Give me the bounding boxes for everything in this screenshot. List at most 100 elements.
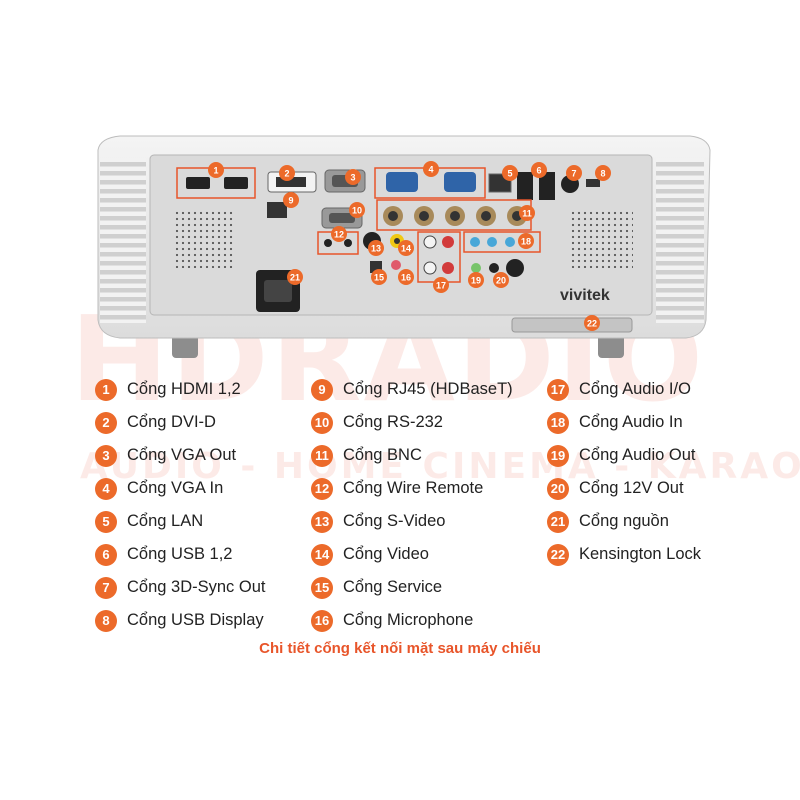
callout-badge: 21 (287, 269, 303, 285)
callout-number: 21 (290, 273, 300, 283)
legend-label: Cổng DVI-D (127, 413, 216, 431)
legend-number-badge: 18 (547, 411, 569, 434)
legend-number-badge: 1 (95, 378, 117, 401)
legend-item: 8 Cổng USB Display (95, 604, 265, 637)
legend-label: Cổng Video (343, 545, 429, 563)
callout-number: 7 (571, 169, 576, 179)
legend-number-badge: 8 (95, 609, 117, 632)
legend-label: Cổng LAN (127, 512, 204, 530)
callout-badge: 8 (595, 165, 611, 181)
legend-number-badge: 3 (95, 444, 117, 467)
kensington-lock (511, 317, 633, 333)
legend-label: Cổng S-Video (343, 512, 446, 530)
callout-badge: 13 (368, 240, 384, 256)
legend-label: Cổng RJ45 (HDBaseT) (343, 380, 513, 398)
audio-out-port (471, 263, 481, 273)
legend-number-badge: 22 (547, 543, 569, 566)
wire-remote-port-1 (324, 239, 332, 247)
usb-port-1 (517, 172, 533, 200)
callout-badge: 18 (518, 233, 534, 249)
legend-item: 12 Cổng Wire Remote (311, 472, 513, 505)
hdbaset-port (267, 202, 287, 218)
callout-number: 1 (213, 166, 218, 176)
legend-number-badge: 15 (311, 576, 333, 599)
legend-label: Cổng RS-232 (343, 413, 443, 431)
legend-number-badge: 13 (311, 510, 333, 533)
legend-label: Cổng Microphone (343, 611, 474, 629)
legend-number-badge: 19 (547, 444, 569, 467)
legend-label: Cổng VGA In (127, 479, 224, 497)
caption: Chi tiết cổng kết nối mặt sau máy chiếu (259, 640, 541, 657)
callout-badge: 10 (349, 202, 365, 218)
legend-label: Cổng 3D-Sync Out (127, 578, 266, 596)
legend-item: 9 Cổng RJ45 (HDBaseT) (311, 373, 513, 406)
callout-number: 18 (521, 237, 531, 247)
legend-item: 19 Cổng Audio Out (547, 439, 701, 472)
brand-logo: vivitek (560, 287, 610, 304)
callout-badge: 4 (423, 161, 439, 177)
legend-label: Cổng Wire Remote (343, 479, 484, 497)
callout-badge: 14 (398, 240, 414, 256)
legend-number-badge: 12 (311, 477, 333, 500)
legend-number-badge: 9 (311, 378, 333, 401)
callout-number: 15 (374, 273, 384, 283)
vga-in-port-2 (444, 172, 476, 192)
legend-item: 13 Cổng S-Video (311, 505, 513, 538)
callout-badge: 15 (371, 269, 387, 285)
callout-number: 3 (350, 173, 355, 183)
callout-badge: 22 (584, 315, 600, 331)
callout-badge: 3 (345, 169, 361, 185)
legend-label: Cổng USB Display (127, 611, 264, 629)
callout-badge: 16 (398, 269, 414, 285)
callout-number: 19 (471, 276, 481, 286)
legend-number-badge: 10 (311, 411, 333, 434)
legend-label: Cổng USB 1,2 (127, 545, 233, 563)
legend-label: Cổng Audio In (579, 413, 683, 431)
legend-label: Kensington Lock (579, 545, 702, 563)
legend-number-badge: 6 (95, 543, 117, 566)
callout-badge: 17 (433, 277, 449, 293)
callout-number: 17 (436, 281, 446, 291)
vent-left (174, 210, 234, 268)
callout-badge: 5 (502, 165, 518, 181)
hdmi-port-2 (224, 177, 248, 189)
legend-label: Cổng Audio Out (579, 446, 696, 464)
legend-item: 15 Cổng Service (311, 571, 513, 604)
callout-number: 16 (401, 273, 411, 283)
legend-label: Cổng HDMI 1,2 (127, 380, 241, 398)
legend-item: 4 Cổng VGA In (95, 472, 265, 505)
callout-number: 13 (371, 244, 381, 254)
legend-label: Cổng Audio I/O (579, 380, 691, 398)
watermark-sub: AUDIO - HOME CINEMA - KARAOKE (80, 446, 800, 487)
legend-number-badge: 4 (95, 477, 117, 500)
legend-item: 14 Cổng Video (311, 538, 513, 571)
callout-number: 20 (496, 276, 506, 286)
callout-number: 9 (288, 196, 293, 206)
callout-number: 5 (507, 169, 512, 179)
legend-number-badge: 14 (311, 543, 333, 566)
legend-item: 22 Kensington Lock (547, 538, 701, 571)
callout-number: 22 (587, 319, 597, 329)
callout-badge: 20 (493, 272, 509, 288)
legend-item: 1 Cổng HDMI 1,2 (95, 373, 265, 406)
legend-label: Cổng Service (343, 578, 443, 596)
legend-label: Cổng nguồn (579, 512, 669, 530)
callout-badge: 2 (279, 165, 295, 181)
callout-badge: 11 (519, 205, 535, 221)
legend-item: 18 Cổng Audio In (547, 406, 701, 439)
usb-port-2 (539, 172, 555, 200)
callout-number: 14 (401, 244, 411, 254)
callout-number: 11 (522, 209, 532, 219)
